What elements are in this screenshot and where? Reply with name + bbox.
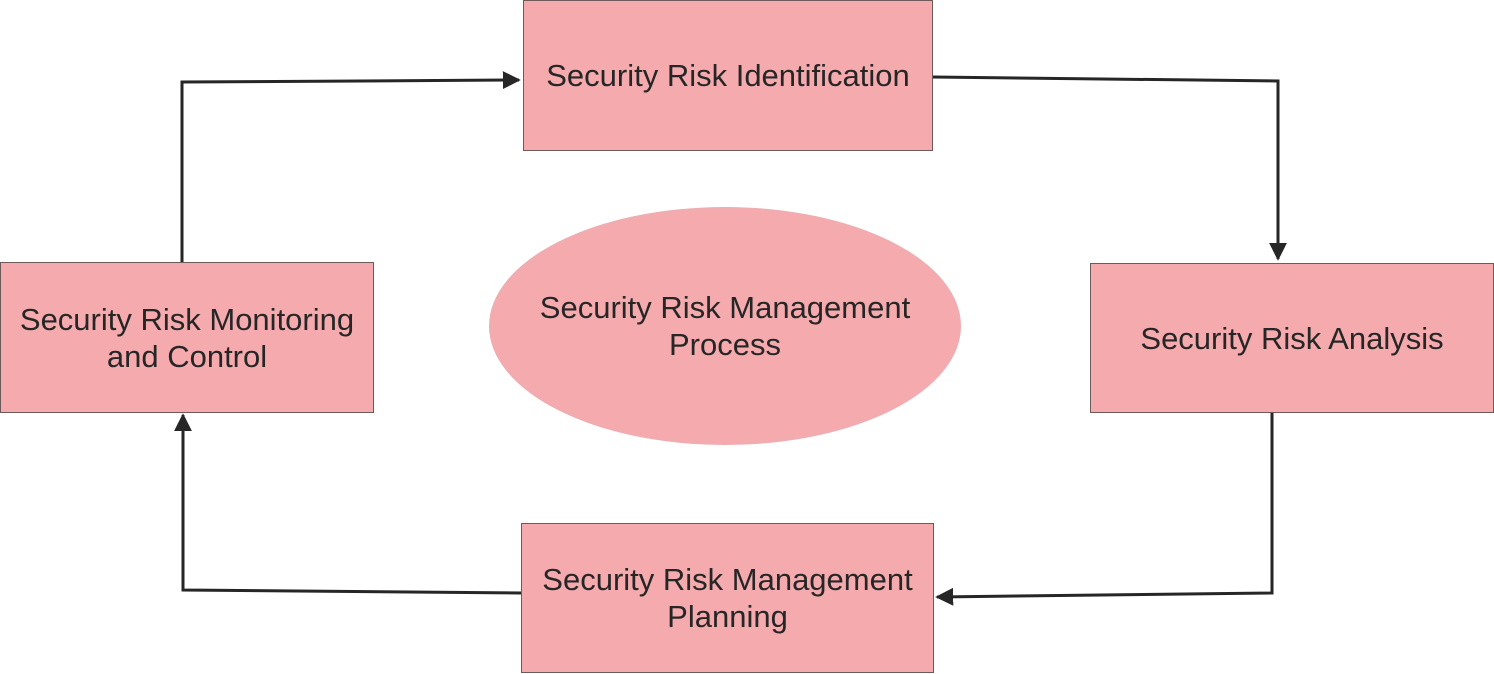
arrow-identification-to-analysis: [932, 75, 1287, 261]
arrow-planning-to-monitoring: [174, 413, 522, 595]
step-security-risk-identification: Security Risk Identification: [523, 0, 933, 151]
step-security-risk-monitoring-and-control: Security Risk Monitoring and Control: [0, 262, 374, 413]
arrow-analysis-to-planning: [935, 413, 1274, 606]
center-process-ellipse: Security Risk Management Process: [489, 207, 961, 445]
step-security-risk-analysis: Security Risk Analysis: [1090, 263, 1494, 413]
step-security-risk-management-planning: Security Risk Management Planning: [521, 523, 934, 673]
arrow-monitoring-to-identification: [180, 71, 521, 262]
